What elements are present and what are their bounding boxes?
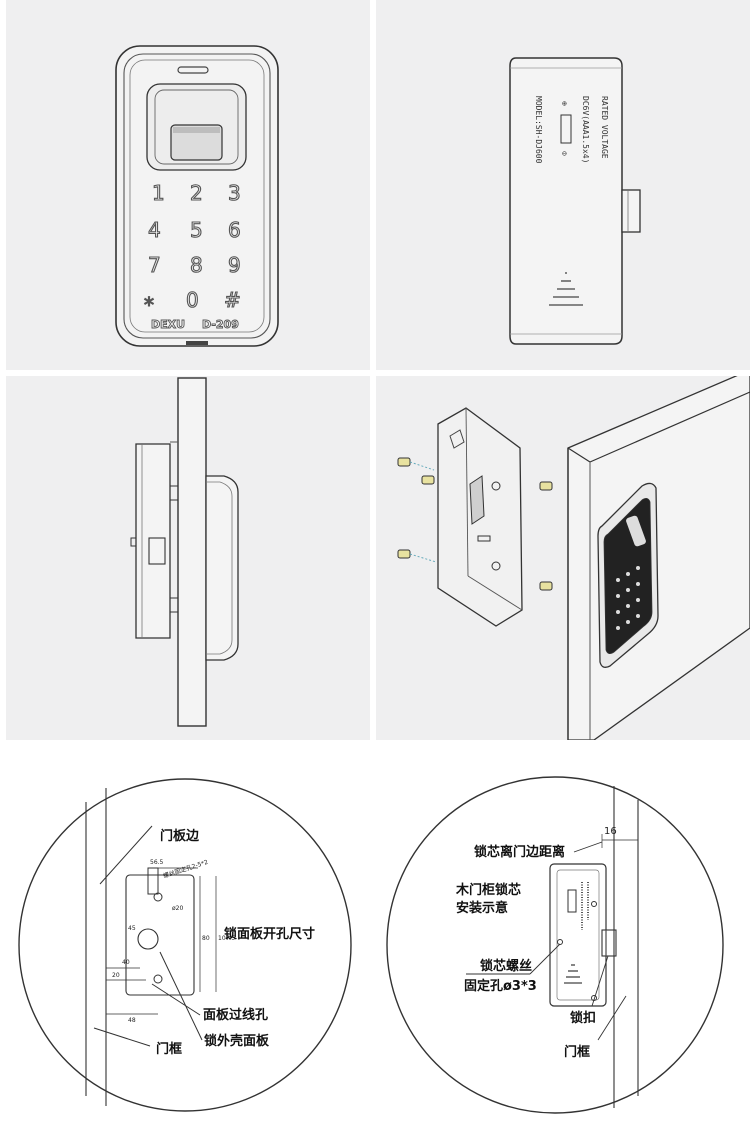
screw-icon (421, 475, 435, 485)
screw-icon (397, 549, 437, 563)
key-6: 6 (228, 218, 241, 242)
dim-107-5: 107.5 (218, 935, 235, 942)
brand-logo: DEXU (151, 318, 185, 331)
dim-hole-diameter: ø20 (172, 905, 183, 912)
panel-side-view (6, 376, 370, 740)
distance-value: 16 (604, 826, 617, 837)
wire-hole-label: 面板过线孔 (203, 1007, 268, 1023)
dim-40: 40 (122, 959, 130, 966)
key-9: 9 (228, 253, 241, 277)
keypad-drawing: 1 2 3 4 5 6 7 8 9 * 0 # DEXU D-209 (115, 45, 279, 347)
screw-icon (539, 481, 553, 491)
key-3: 3 (228, 181, 241, 205)
door-frame-label: 门框 (156, 1041, 182, 1057)
back-view-drawing: RATED VOLTAGE DC6V(AAA1.5x4) MODEL:SH-DJ… (509, 57, 641, 345)
screw-icon (539, 581, 553, 591)
dim-45: 45 (128, 925, 136, 932)
dim-20: 20 (112, 972, 120, 979)
panel-back-view: RATED VOLTAGE DC6V(AAA1.5x4) MODEL:SH-DJ… (376, 0, 750, 370)
lock-core-install-drawing: 16 锁芯离门边距离 木门柜锁芯 安装示意 锁芯螺丝 固定孔ø3*3 锁扣 门框 (386, 776, 724, 1114)
voltage-spec-text: DC6V(AAA1.5x4) (581, 96, 590, 163)
dim-48: 48 (128, 1017, 136, 1024)
key-star: * (144, 293, 154, 317)
minus-symbol: ⊖ (562, 149, 567, 158)
install-view-drawing (397, 376, 750, 740)
key-1: 1 (152, 181, 165, 205)
rated-voltage-text: RATED VOLTAGE (600, 96, 609, 159)
side-view-drawing (130, 377, 239, 727)
cutout-size-label: 锁面板开孔尺寸 (224, 926, 315, 942)
strike-label: 锁扣 (570, 1010, 596, 1026)
install-label-2: 安装示意 (456, 900, 508, 916)
key-hash: # (224, 288, 241, 312)
shell-panel-label: 锁外壳面板 (204, 1033, 270, 1049)
door-edge-label: 门板边 (160, 828, 200, 844)
cutout-dimensions-drawing: 56.5 45 40 20 48 80 107.5 ø20 螺丝固定孔2-5*2… (18, 778, 352, 1112)
install-label-1: 木门柜锁芯 (455, 882, 521, 898)
distance-label: 锁芯离门边距离 (474, 844, 565, 860)
panel-keypad-front: 1 2 3 4 5 6 7 8 9 * 0 # DEXU D-209 (6, 0, 370, 370)
key-7: 7 (148, 253, 161, 277)
model-number: D-209 (202, 318, 239, 331)
plus-symbol: ⊕ (562, 99, 567, 108)
door-frame-label-right: 门框 (564, 1044, 590, 1060)
detail-cutout-dimensions: 56.5 45 40 20 48 80 107.5 ø20 螺丝固定孔2-5*2… (0, 760, 370, 1133)
detail-lock-core-install: 16 锁芯离门边距离 木门柜锁芯 安装示意 锁芯螺丝 固定孔ø3*3 锁扣 门框 (376, 760, 750, 1133)
model-spec-text: MODEL:SH-DJ600 (534, 96, 543, 164)
key-4: 4 (148, 218, 161, 242)
screw-label-2: 固定孔ø3*3 (464, 978, 537, 994)
key-0: 0 (186, 288, 199, 312)
screw-icon (397, 457, 435, 471)
key-8: 8 (190, 253, 203, 277)
key-5: 5 (190, 218, 203, 242)
dim-56-5: 56.5 (150, 859, 164, 866)
dim-80: 80 (202, 935, 210, 942)
key-2: 2 (190, 181, 203, 205)
speaker-icon (564, 964, 582, 984)
screw-label-1: 锁芯螺丝 (480, 958, 532, 974)
panel-install-view (376, 376, 750, 740)
speaker-icon (549, 272, 583, 306)
